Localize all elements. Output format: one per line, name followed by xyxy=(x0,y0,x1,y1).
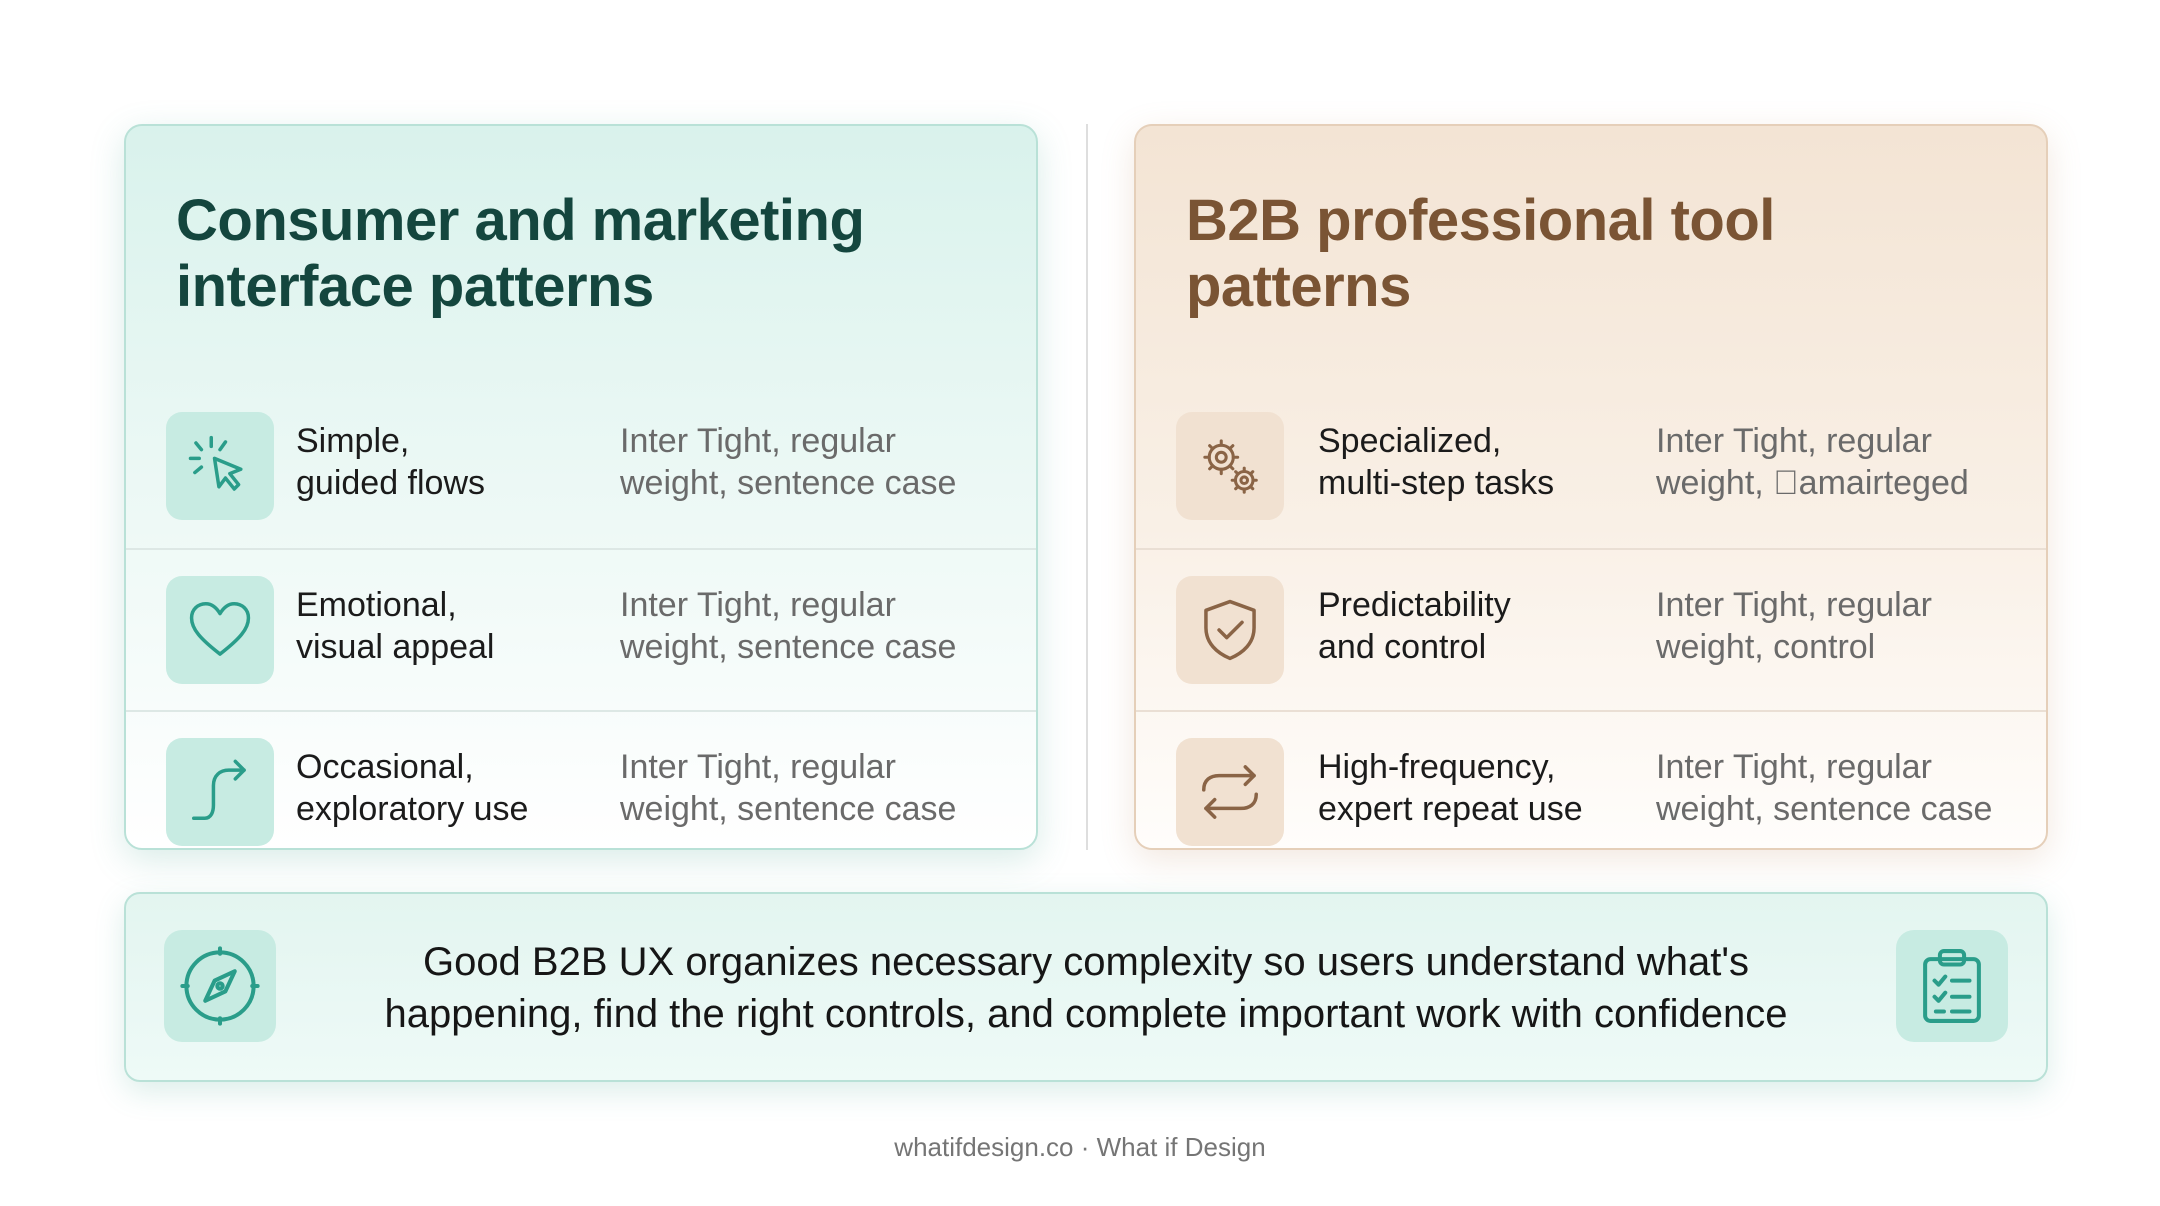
pattern-row: Occasional, exploratory use Inter Tight,… xyxy=(126,710,1036,848)
heart-icon xyxy=(166,576,274,684)
clipboard-checklist-icon xyxy=(1896,930,2008,1042)
consumer-patterns-title: Consumer and marketing interface pattern… xyxy=(176,188,865,319)
pattern-description: Inter Tight, regular weight, sentence ca… xyxy=(620,422,957,502)
pattern-label: Occasional, exploratory use xyxy=(296,748,529,828)
summary-banner: Good B2B UX organizes necessary complexi… xyxy=(124,892,2048,1082)
pattern-description: Inter Tight, regular weight, sentence ca… xyxy=(620,586,957,666)
repeat-arrows-icon xyxy=(1176,738,1284,846)
b2b-patterns-card: B2B professional tool patterns xyxy=(1134,124,2048,850)
pattern-label: Simple, guided flows xyxy=(296,422,486,502)
pattern-label: Specialized, multi-step tasks xyxy=(1318,422,1555,502)
curved-arrow-icon xyxy=(166,738,274,846)
consumer-patterns-card: Consumer and marketing interface pattern… xyxy=(124,124,1038,850)
pattern-row: Specialized, multi-step tasks Inter Tigh… xyxy=(1136,386,2046,546)
panel-divider xyxy=(1086,124,1088,850)
footer-credit: whatifdesign.co · What if Design xyxy=(894,1132,1266,1162)
pattern-label: High-frequency, expert repeat use xyxy=(1318,748,1583,828)
b2b-patterns-title: B2B professional tool patterns xyxy=(1186,188,1775,319)
summary-text: Good B2B UX organizes necessary complexi… xyxy=(384,940,1788,1036)
pattern-row: Predictability and control Inter Tight, … xyxy=(1136,548,2046,710)
pattern-label: Predictability and control xyxy=(1318,586,1511,666)
pattern-row: Emotional, visual appeal Inter Tight, re… xyxy=(126,548,1036,710)
shield-check-icon xyxy=(1176,576,1284,684)
cursor-click-icon xyxy=(166,412,274,520)
pattern-label: Emotional, visual appeal xyxy=(296,586,495,666)
pattern-row: High-frequency, expert repeat use Inter … xyxy=(1136,710,2046,848)
pattern-description: Inter Tight, regular weight, control xyxy=(1656,586,1932,666)
pattern-row: Simple, guided flows Inter Tight, regula… xyxy=(126,386,1036,546)
gears-icon xyxy=(1176,412,1284,520)
compass-icon xyxy=(164,930,276,1042)
pattern-description: Inter Tight, regular weight, sentence ca… xyxy=(620,748,957,828)
pattern-description: Inter Tight, regular weight, sentence ca… xyxy=(1656,748,1993,828)
pattern-description: Inter Tight, regular weight,  amairteged xyxy=(1656,422,1969,502)
